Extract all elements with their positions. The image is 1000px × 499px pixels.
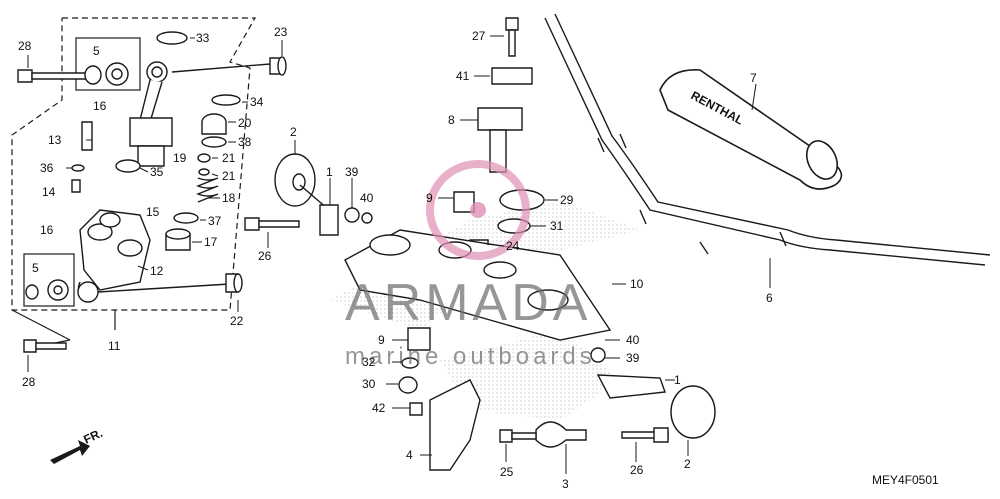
callout-6: 6 — [766, 291, 773, 305]
callout-42: 42 — [372, 401, 386, 415]
callout-17: 17 — [204, 235, 218, 249]
callout-39-top: 39 — [345, 165, 359, 179]
callout-26-top: 26 — [258, 249, 272, 263]
callout-2-bottom: 2 — [684, 457, 691, 471]
callout-22: 22 — [230, 314, 244, 328]
callout-39-bottom: 39 — [626, 351, 640, 365]
handlebar — [544, 13, 991, 266]
callout-10: 10 — [630, 277, 644, 291]
callout-13: 13 — [48, 133, 62, 147]
front-arrow: FR. — [50, 426, 105, 464]
callout-labels: 28 5 16 33 23 13 36 14 35 15 34 20 38 19… — [18, 25, 773, 491]
callout-33: 33 — [196, 31, 210, 45]
callout-9-top: 9 — [426, 191, 433, 205]
callout-16-bottom: 16 — [40, 223, 54, 237]
leader-lines — [27, 35, 771, 474]
callout-25: 25 — [500, 465, 514, 479]
watermark-subtitle: marine outboards — [345, 343, 596, 370]
callout-21-a: 21 — [222, 151, 236, 165]
callout-20: 20 — [238, 116, 252, 130]
callout-32: 32 — [362, 355, 376, 369]
callout-35: 35 — [150, 165, 164, 179]
watermark: ARMADA marine outboards — [345, 160, 596, 370]
callout-18: 18 — [222, 191, 236, 205]
callout-1-top: 1 — [326, 165, 333, 179]
callout-4: 4 — [406, 448, 413, 462]
handlebar-holder-parts — [244, 17, 716, 471]
callout-37: 37 — [208, 214, 222, 228]
callout-36: 36 — [40, 161, 54, 175]
callout-15: 15 — [146, 205, 160, 219]
callout-29: 29 — [560, 193, 574, 207]
callout-3: 3 — [562, 477, 569, 491]
callout-40-top: 40 — [360, 191, 374, 205]
callout-40-bottom: 40 — [626, 333, 640, 347]
callout-9-bottom: 9 — [378, 333, 385, 347]
callout-2-top: 2 — [290, 125, 297, 139]
callout-24: 24 — [506, 239, 520, 253]
callout-12: 12 — [150, 264, 164, 278]
callout-7: 7 — [750, 71, 757, 85]
watermark-title: ARMADA — [345, 274, 591, 332]
callout-26-bottom: 26 — [630, 463, 644, 477]
master-cylinder-parts — [17, 31, 287, 353]
callout-28-bottom: 28 — [22, 375, 36, 389]
callout-1-bottom: 1 — [674, 373, 681, 387]
callout-11: 11 — [108, 339, 121, 353]
callout-38: 38 — [238, 135, 252, 149]
callout-41: 41 — [456, 69, 470, 83]
callout-27: 27 — [472, 29, 486, 43]
callout-5-top: 5 — [93, 44, 100, 58]
callout-5-bottom: 5 — [32, 261, 39, 275]
callout-34: 34 — [250, 95, 264, 109]
callout-19: 19 — [173, 151, 187, 165]
callout-21-b: 21 — [222, 169, 236, 183]
brake-master-cylinder-group — [11, 17, 257, 346]
callout-8: 8 — [448, 113, 455, 127]
callout-31: 31 — [550, 219, 564, 233]
diagram-code: MEY4F0501 — [872, 473, 939, 487]
crossbar-pad: RENTHAL — [659, 69, 843, 190]
front-label: FR. — [81, 426, 104, 447]
callout-16-top: 16 — [93, 99, 107, 113]
callout-14: 14 — [42, 185, 56, 199]
callout-23: 23 — [274, 25, 288, 39]
callout-30: 30 — [362, 377, 376, 391]
callout-28-top: 28 — [18, 39, 32, 53]
